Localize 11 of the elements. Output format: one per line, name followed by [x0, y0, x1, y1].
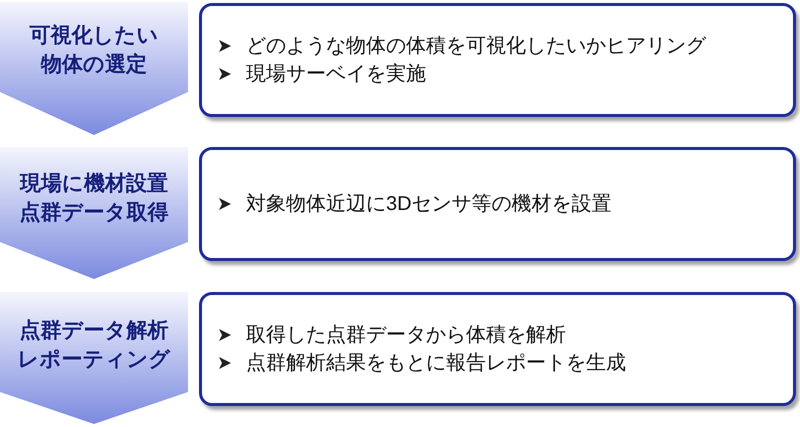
step-label: 可視化したい物体の選定	[28, 23, 160, 78]
bullet-text: 対象物体近辺に3Dセンサ等の機材を設置	[246, 192, 612, 217]
text-box	[199, 3, 796, 117]
step-label: 点群データ解析レポーティング	[16, 318, 172, 373]
text-box	[199, 147, 796, 261]
bullet-text: 取得した点群データから体積を解析	[246, 323, 566, 348]
bullet-text: どのような物体の体積を可視化したいかヒアリング	[246, 34, 706, 59]
step-label: 現場に機材設置点群データ取得	[18, 170, 170, 226]
bullet-text: 現場サーベイを実施	[246, 62, 426, 87]
bullet-text: 点群解析結果をもとに報告レポートを生成	[246, 351, 626, 376]
text-box	[199, 292, 796, 406]
